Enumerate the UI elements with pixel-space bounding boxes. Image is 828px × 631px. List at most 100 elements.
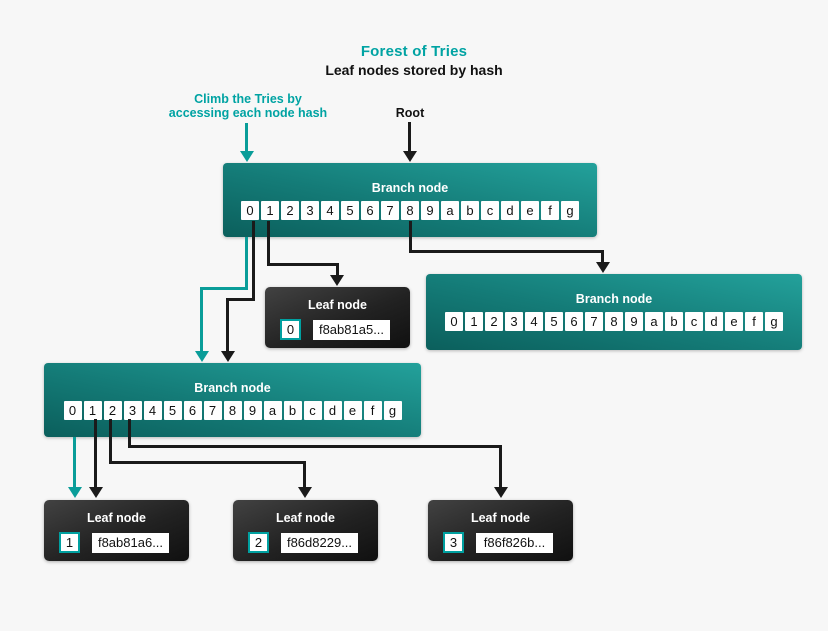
branch-cell: a bbox=[263, 401, 282, 420]
top-to-right-branch-h1 bbox=[409, 250, 604, 253]
branch-cell: 0 bbox=[445, 312, 463, 331]
branch-cell: a bbox=[441, 201, 459, 220]
branch-cell: 4 bbox=[321, 201, 339, 220]
top-to-leaf0-head-icon bbox=[330, 275, 344, 286]
leaf-node-1: Leaf node 1 f8ab81a6... bbox=[44, 500, 189, 561]
branch-cell: 7 bbox=[381, 201, 399, 220]
branch-cell: b bbox=[461, 201, 479, 220]
branch-cell: 6 bbox=[565, 312, 583, 331]
branch-node-left-title: Branch node bbox=[194, 381, 271, 395]
branch-cell: e bbox=[521, 201, 539, 220]
branch-cell: 1 bbox=[465, 312, 483, 331]
left-to-leaf1-teal-head-icon bbox=[68, 487, 82, 498]
leaf-node-1-hash: f8ab81a6... bbox=[92, 532, 169, 553]
branch-cell: 5 bbox=[545, 312, 563, 331]
left-to-leaf3-head-icon bbox=[494, 487, 508, 498]
branch-cell: 3 bbox=[505, 312, 523, 331]
top-to-leaf0-v2 bbox=[336, 263, 339, 277]
root-arrow-head-icon bbox=[403, 151, 417, 162]
branch-cell: 8 bbox=[223, 401, 242, 420]
branch-cell: g bbox=[765, 312, 783, 331]
top-to-right-branch-head-icon bbox=[596, 262, 610, 273]
branch-node-top-title: Branch node bbox=[371, 181, 449, 195]
left-to-leaf1-head-icon bbox=[89, 487, 103, 498]
branch-cell: g bbox=[383, 401, 402, 420]
branch-cell: 4 bbox=[525, 312, 543, 331]
leaf-node-0-index: 0 bbox=[280, 319, 301, 340]
branch-cell: 2 bbox=[281, 201, 299, 220]
branch-cell: 8 bbox=[401, 201, 419, 220]
root-label: Root bbox=[395, 106, 425, 120]
branch-cell: 0 bbox=[63, 401, 82, 420]
branch-cell: 6 bbox=[183, 401, 202, 420]
climb-arrow-line bbox=[245, 123, 248, 153]
branch-cell: 5 bbox=[163, 401, 182, 420]
branch-cell: c bbox=[303, 401, 322, 420]
leaf-node-2-index: 2 bbox=[248, 532, 269, 553]
leaf-node-3: Leaf node 3 f86f826b... bbox=[428, 500, 573, 561]
branch-cell: a bbox=[645, 312, 663, 331]
branch-cell: e bbox=[725, 312, 743, 331]
root-arrow-line bbox=[408, 122, 411, 153]
leaf-node-0-hash: f8ab81a5... bbox=[313, 319, 390, 340]
top-to-left-branch-h1 bbox=[226, 298, 255, 301]
branch-cell: 7 bbox=[203, 401, 222, 420]
top-to-left-branch-v1 bbox=[252, 221, 255, 301]
left-to-leaf1-v bbox=[94, 419, 97, 488]
branch-cell: d bbox=[705, 312, 723, 331]
branch-cell: d bbox=[501, 201, 519, 220]
branch-cell: 0 bbox=[241, 201, 259, 220]
branch-cell: c bbox=[685, 312, 703, 331]
climb-path-v1 bbox=[245, 237, 248, 290]
climb-path-h1 bbox=[200, 287, 248, 290]
climb-tries-label: Climb the Tries by accessing each node h… bbox=[168, 92, 328, 120]
branch-cell: 4 bbox=[143, 401, 162, 420]
leaf-node-0: Leaf node 0 f8ab81a5... bbox=[265, 287, 410, 348]
leaf-node-3-title: Leaf node bbox=[470, 511, 531, 525]
leaf-node-3-index: 3 bbox=[443, 532, 464, 553]
climb-path-v2 bbox=[200, 287, 203, 353]
climb-path-head-icon bbox=[195, 351, 209, 362]
leaf-node-1-title: Leaf node bbox=[86, 511, 147, 525]
branch-cell: 9 bbox=[243, 401, 262, 420]
page-subtitle: Leaf nodes stored by hash bbox=[325, 62, 503, 78]
top-to-leaf0-v1 bbox=[267, 221, 270, 266]
leaf-node-3-hash: f86f826b... bbox=[476, 532, 553, 553]
branch-cell: b bbox=[283, 401, 302, 420]
top-to-leaf0-h1 bbox=[267, 263, 339, 266]
leaf-node-2-hash: f86d8229... bbox=[281, 532, 358, 553]
branch-cell: g bbox=[561, 201, 579, 220]
branch-cell: 1 bbox=[83, 401, 102, 420]
branch-cell: 5 bbox=[341, 201, 359, 220]
branch-node-right-title: Branch node bbox=[575, 292, 653, 306]
branch-cell: 2 bbox=[103, 401, 122, 420]
branch-cell: c bbox=[481, 201, 499, 220]
page-title: Forest of Tries bbox=[360, 43, 468, 60]
leaf-node-2-title: Leaf node bbox=[275, 511, 336, 525]
branch-cell: b bbox=[665, 312, 683, 331]
branch-cell: 1 bbox=[261, 201, 279, 220]
left-to-leaf3-h1 bbox=[128, 445, 502, 448]
climb-arrow-head-icon bbox=[240, 151, 254, 162]
branch-cell: d bbox=[323, 401, 342, 420]
branch-cell: 2 bbox=[485, 312, 503, 331]
top-to-right-branch-v1 bbox=[409, 221, 412, 253]
left-to-leaf2-v2 bbox=[303, 461, 306, 488]
leaf-node-0-title: Leaf node bbox=[307, 298, 368, 312]
top-to-right-branch-v2 bbox=[601, 250, 604, 264]
branch-cell: e bbox=[343, 401, 362, 420]
left-to-leaf3-v1 bbox=[128, 419, 131, 448]
branch-cell: 3 bbox=[123, 401, 142, 420]
left-to-leaf1-teal-v bbox=[73, 437, 76, 488]
branch-cell: 9 bbox=[625, 312, 643, 331]
branch-cell: f bbox=[363, 401, 382, 420]
left-to-leaf2-v1 bbox=[109, 419, 112, 464]
leaf-node-2: Leaf node 2 f86d8229... bbox=[233, 500, 378, 561]
branch-cell: f bbox=[745, 312, 763, 331]
left-to-leaf2-head-icon bbox=[298, 487, 312, 498]
branch-cell: 7 bbox=[585, 312, 603, 331]
branch-cell: 6 bbox=[361, 201, 379, 220]
